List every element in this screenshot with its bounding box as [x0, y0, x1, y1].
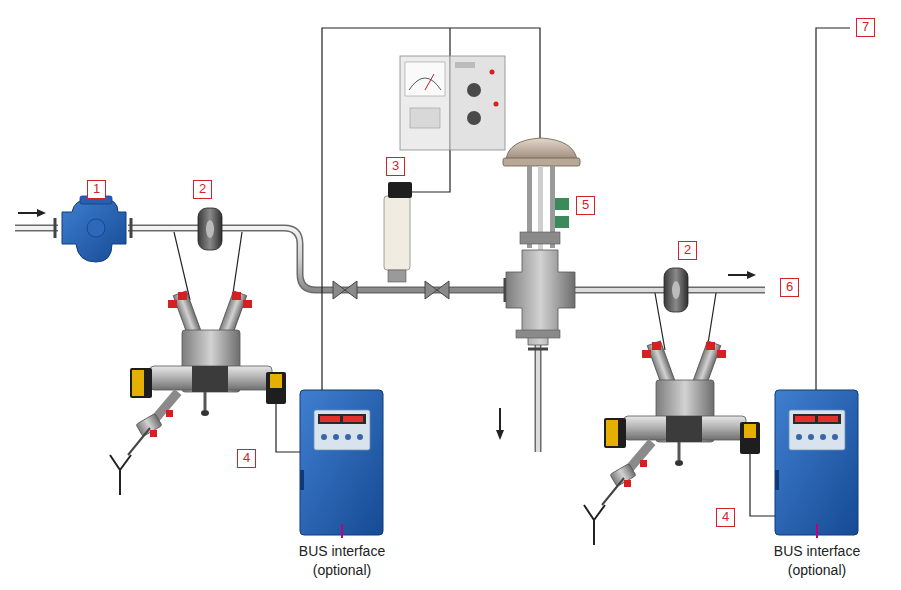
signal-wires [276, 404, 300, 452]
differential-pressure-manifold [584, 341, 760, 545]
control-valve [555, 198, 569, 210]
signal-wires [276, 28, 850, 516]
flow-arrows [747, 271, 756, 279]
isolation-valves [333, 281, 449, 299]
differential-pressure-manifold [110, 291, 286, 495]
pipework [535, 345, 542, 452]
controller-panel [450, 56, 505, 150]
control-valve [555, 216, 569, 228]
strainer [62, 196, 126, 262]
strainer [87, 219, 105, 237]
isolation-valves [333, 281, 357, 299]
flow-arrows [728, 274, 750, 276]
signal-wires [449, 28, 450, 56]
control-valve [506, 250, 575, 345]
callout-number: 1 [87, 180, 106, 199]
signal-wires [816, 28, 850, 390]
impulse-lines [174, 232, 242, 300]
controller-panel [410, 108, 440, 128]
controller-panel [425, 74, 434, 90]
bus-interface-label: BUS interface (optional) [761, 542, 873, 580]
impulse-lines [655, 293, 716, 350]
control-valve [503, 158, 580, 166]
controller-panel [467, 83, 481, 97]
isolation-valves [425, 281, 449, 299]
orifice-plates [198, 208, 222, 250]
controller-panel [409, 78, 441, 90]
pipework [55, 218, 573, 349]
callout-number: 2 [678, 241, 697, 260]
pressure-transmitter [388, 270, 406, 282]
flow-arrows [496, 430, 504, 440]
signal-wires [322, 28, 540, 390]
callout-number: 7 [856, 18, 875, 37]
flow-arrows [499, 408, 501, 432]
flow-computer-box [775, 390, 858, 538]
controller-panel [494, 102, 499, 107]
controller-panel [400, 56, 450, 150]
impulse-lines [174, 232, 716, 350]
control-valve [506, 138, 577, 160]
signal-wires [750, 454, 775, 516]
callout-number: 5 [576, 196, 595, 215]
control-valve [520, 232, 560, 244]
controller-panel [405, 62, 445, 96]
flow-computer-box [300, 390, 383, 538]
callout-number: 2 [193, 180, 212, 199]
controller-panel [467, 111, 481, 125]
pipework [536, 345, 540, 452]
callout-number: 6 [780, 278, 799, 297]
controller-panel [455, 62, 475, 68]
bus-interface-label: BUS interface (optional) [286, 542, 398, 580]
pressure-transmitter [388, 182, 412, 198]
controller-panel [490, 70, 495, 75]
signal-wires [412, 150, 450, 192]
control-valve [503, 138, 580, 345]
callout-number: 3 [386, 157, 405, 176]
pressure-transmitter [384, 196, 410, 270]
control-valve [516, 330, 560, 338]
callout-number: 4 [716, 508, 735, 527]
orifice-plates [206, 220, 214, 238]
orifice-plates [198, 208, 688, 312]
callout-number: 4 [237, 449, 256, 468]
controller-panel [400, 56, 505, 150]
strainer [62, 198, 126, 262]
orifice-plates [672, 281, 680, 299]
orifice-plates [664, 268, 688, 312]
flow-arrows [18, 212, 40, 214]
pressure-transmitter [384, 182, 412, 282]
flow-arrows [37, 209, 46, 217]
